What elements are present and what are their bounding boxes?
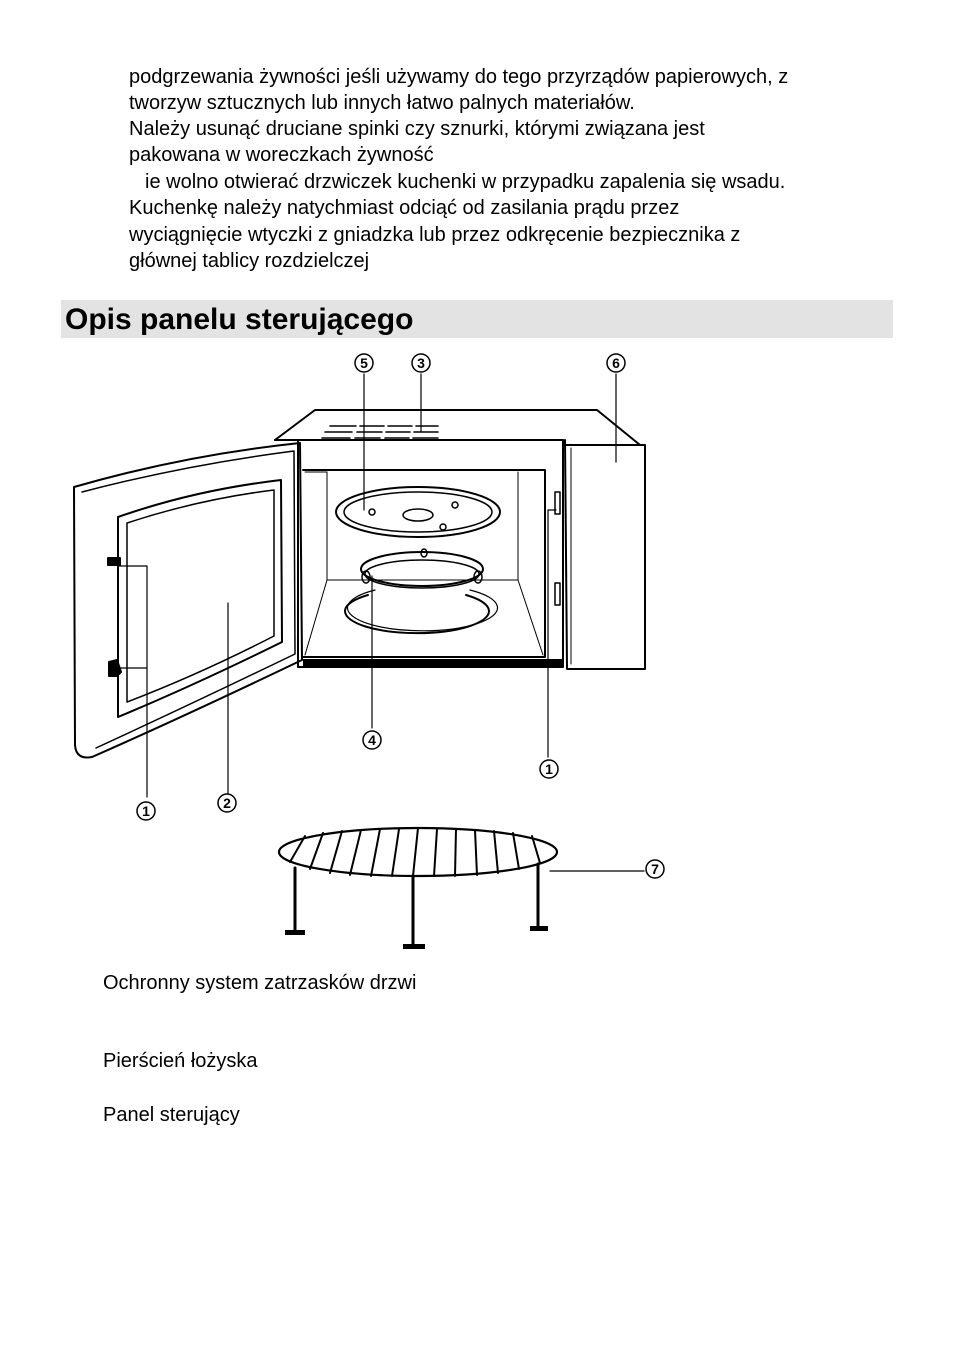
- paragraph-flammable-containers: podgrzewania żywności jeśli używamy do t…: [129, 64, 909, 117]
- svg-text:1: 1: [142, 803, 150, 819]
- text-line: głównej tablicy rozdzielczej: [129, 250, 370, 273]
- floor-coupler: [344, 589, 499, 635]
- callout-7: 7: [645, 859, 665, 879]
- oven-cavity: [302, 469, 546, 658]
- svg-text:7: 7: [651, 861, 659, 877]
- rack-bars: [289, 827, 541, 877]
- cavity-back-wall: [326, 471, 519, 581]
- part-label-control-panel: Panel sterujący: [103, 1104, 240, 1126]
- paragraph-wire-ties: Należy usunąć druciane spinki czy sznurk…: [129, 116, 909, 169]
- section-header-bar: Opis panelu sterującego: [61, 300, 893, 338]
- body-latch-slot-lower: [554, 582, 561, 606]
- door-latch-lower: [108, 659, 122, 677]
- text-line: Kuchenkę należy natychmiast odciąć od za…: [129, 197, 680, 220]
- svg-text:6: 6: [612, 355, 620, 371]
- leader-lines: [117, 373, 645, 872]
- text-line: wyciągnięcie wtyczki z gniadzka lub prze…: [129, 223, 741, 246]
- text-line: tworzyw sztucznych lub innych łatwo paln…: [129, 92, 635, 115]
- section-title: Opis panelu sterującego: [65, 303, 414, 336]
- oven-base-strip: [303, 659, 563, 668]
- callout-4: 4: [362, 730, 382, 750]
- body-latch-slot-upper: [554, 491, 561, 515]
- callout-3: 3: [411, 353, 431, 373]
- roller-ring: [360, 548, 484, 589]
- svg-text:2: 2: [223, 795, 231, 811]
- rack-feet: [285, 926, 548, 949]
- door-window-outer: [117, 479, 283, 718]
- callout-2: 2: [217, 793, 237, 813]
- callout-6: 6: [606, 353, 626, 373]
- text-line: ie wolno otwierać drzwiczek kuchenki w p…: [145, 171, 786, 193]
- control-column: [562, 439, 646, 670]
- svg-text:3: 3: [417, 355, 425, 371]
- grill-rack: [277, 826, 559, 949]
- glass-tray: [335, 486, 501, 538]
- callout-1-right: 1: [539, 759, 559, 779]
- cavity-floor-right: [517, 579, 544, 656]
- top-vents: [321, 425, 439, 439]
- svg-text:4: 4: [368, 732, 376, 748]
- rack-legs: [293, 862, 540, 948]
- svg-text:1: 1: [545, 761, 553, 777]
- oven-top-panel: [274, 409, 641, 446]
- oven-door: [73, 442, 303, 759]
- door-window-inner: [126, 489, 275, 703]
- text-line: podgrzewania żywności jeśli używamy do t…: [129, 66, 789, 88]
- paragraph-fire-warning: ie wolno otwierać drzwiczek kuchenki w p…: [129, 169, 909, 275]
- svg-text:5: 5: [360, 355, 368, 371]
- microwave-diagram: 5 3 6 4 1 1 2 7: [73, 353, 665, 949]
- cavity-floor-left: [304, 579, 328, 656]
- door-outline: [73, 442, 303, 759]
- text-line: pakowana w woreczkach żywność: [129, 144, 434, 167]
- part-label-roller-ring: Pierścień łożyska: [103, 1050, 258, 1072]
- callout-5: 5: [354, 353, 374, 373]
- oven-body: [274, 409, 646, 670]
- door-latch-upper: [107, 557, 121, 566]
- part-label-door-latch-system: Ochronny system zatrzasków drzwi: [103, 972, 417, 994]
- door-inner-edge: [81, 450, 296, 749]
- text-line: Należy usunąć druciane spinki czy sznurk…: [129, 118, 705, 140]
- callout-1-left: 1: [136, 801, 156, 821]
